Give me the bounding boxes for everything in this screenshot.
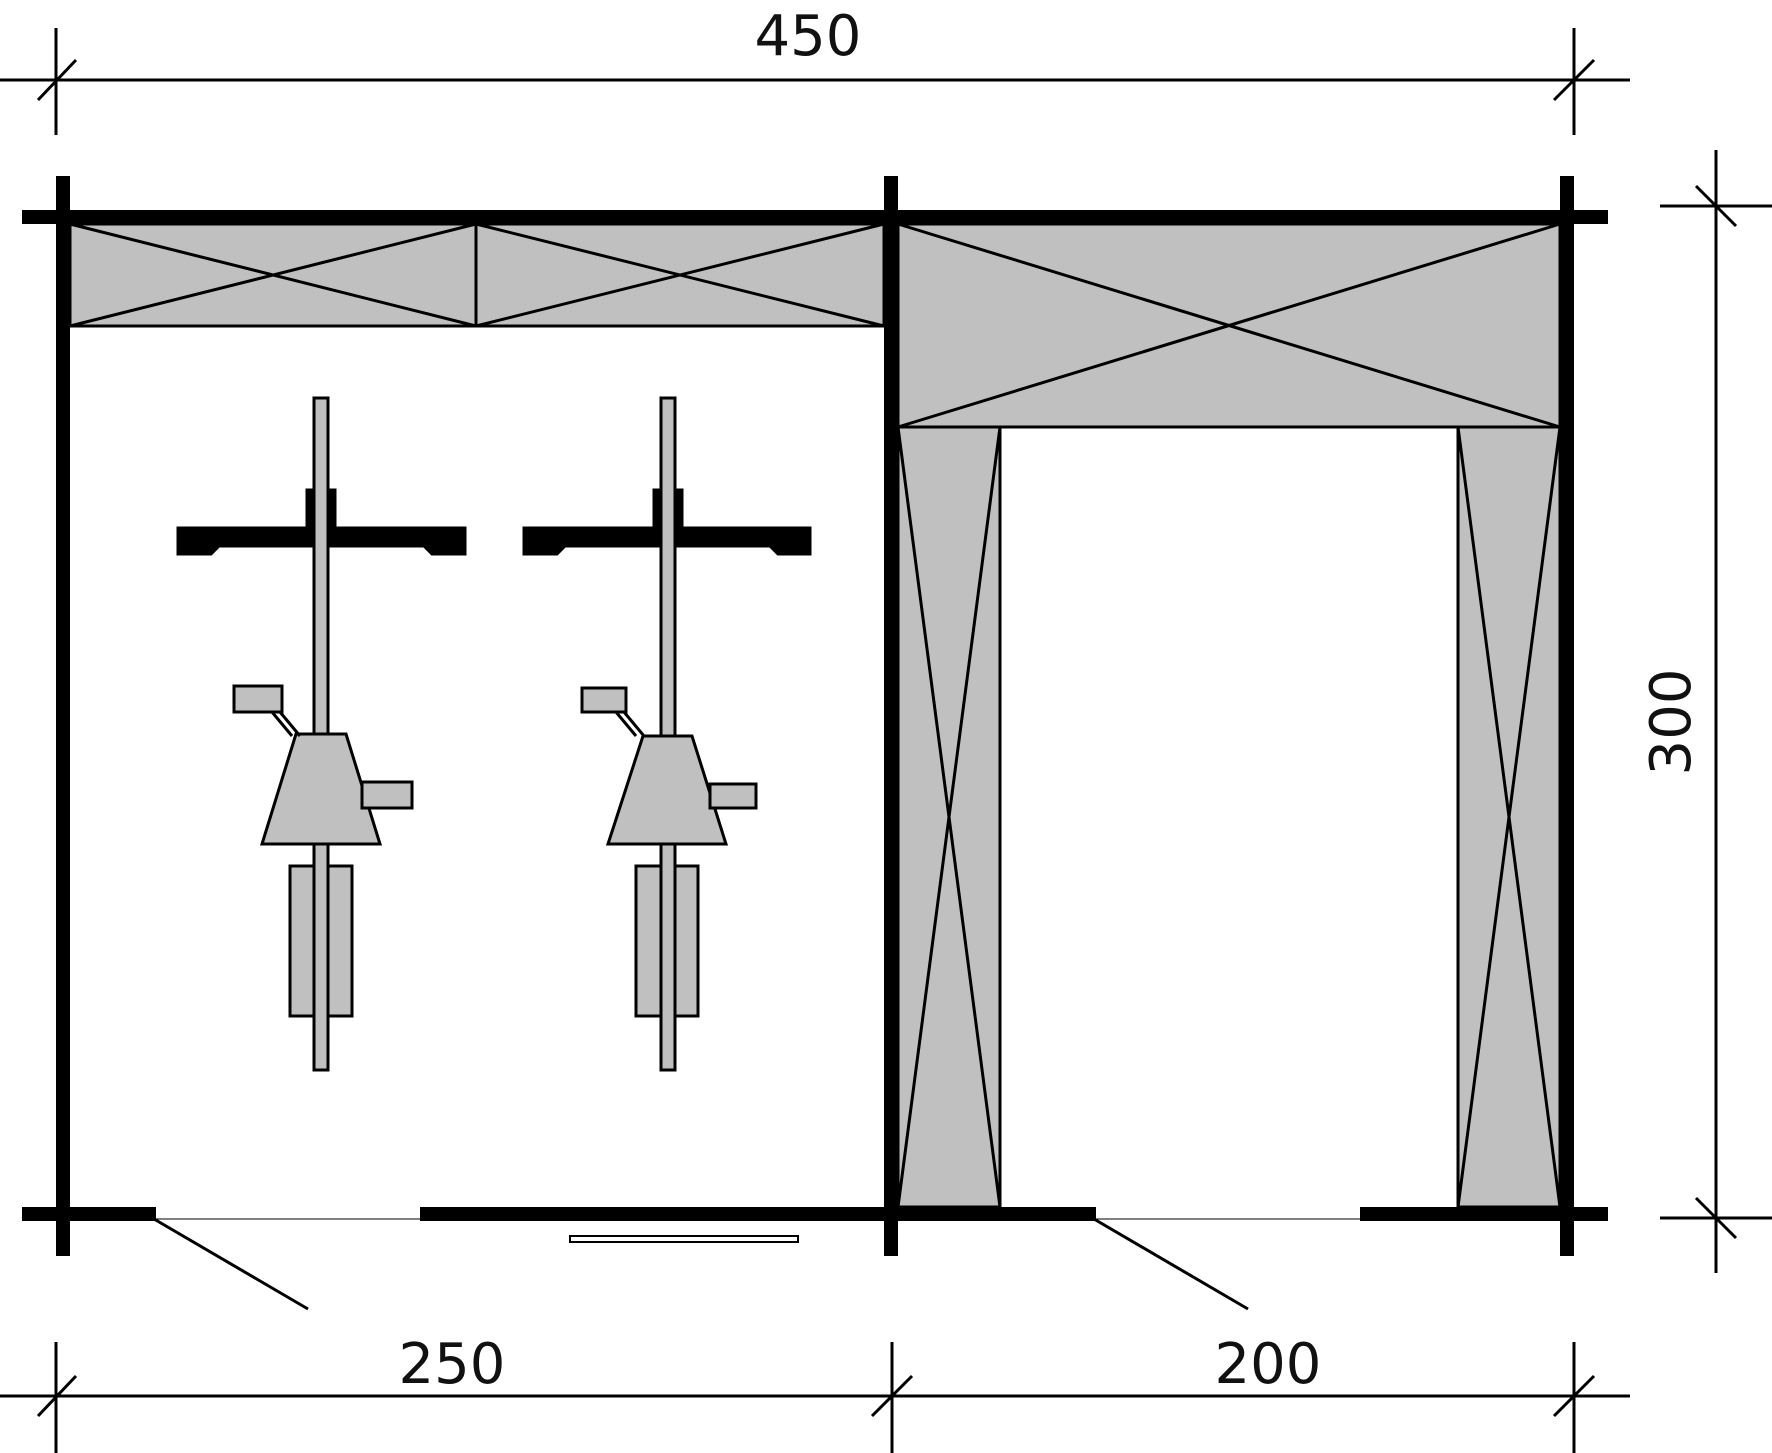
dimension-bottom	[0, 1342, 1630, 1453]
door-right	[1093, 1217, 1360, 1311]
shelf-right-right-column	[1456, 425, 1562, 1209]
bicycle-icon	[176, 396, 467, 1072]
dimension-top-label: 450	[755, 4, 862, 69]
shelf-left-top	[68, 222, 886, 328]
dimension-right-label: 300	[1639, 669, 1704, 776]
dimension-bottom-right-label: 200	[1215, 1332, 1322, 1397]
bicycle-icon	[522, 396, 812, 1072]
shelf-right-left-column	[896, 425, 1002, 1209]
shelf-right-top	[896, 222, 1562, 429]
dimension-top	[0, 28, 1630, 135]
dimension-bottom-left-label: 250	[399, 1332, 506, 1397]
window-sill	[569, 1235, 799, 1243]
dimension-right	[1660, 150, 1772, 1273]
walls	[22, 176, 1608, 1256]
door-left	[153, 1217, 420, 1311]
